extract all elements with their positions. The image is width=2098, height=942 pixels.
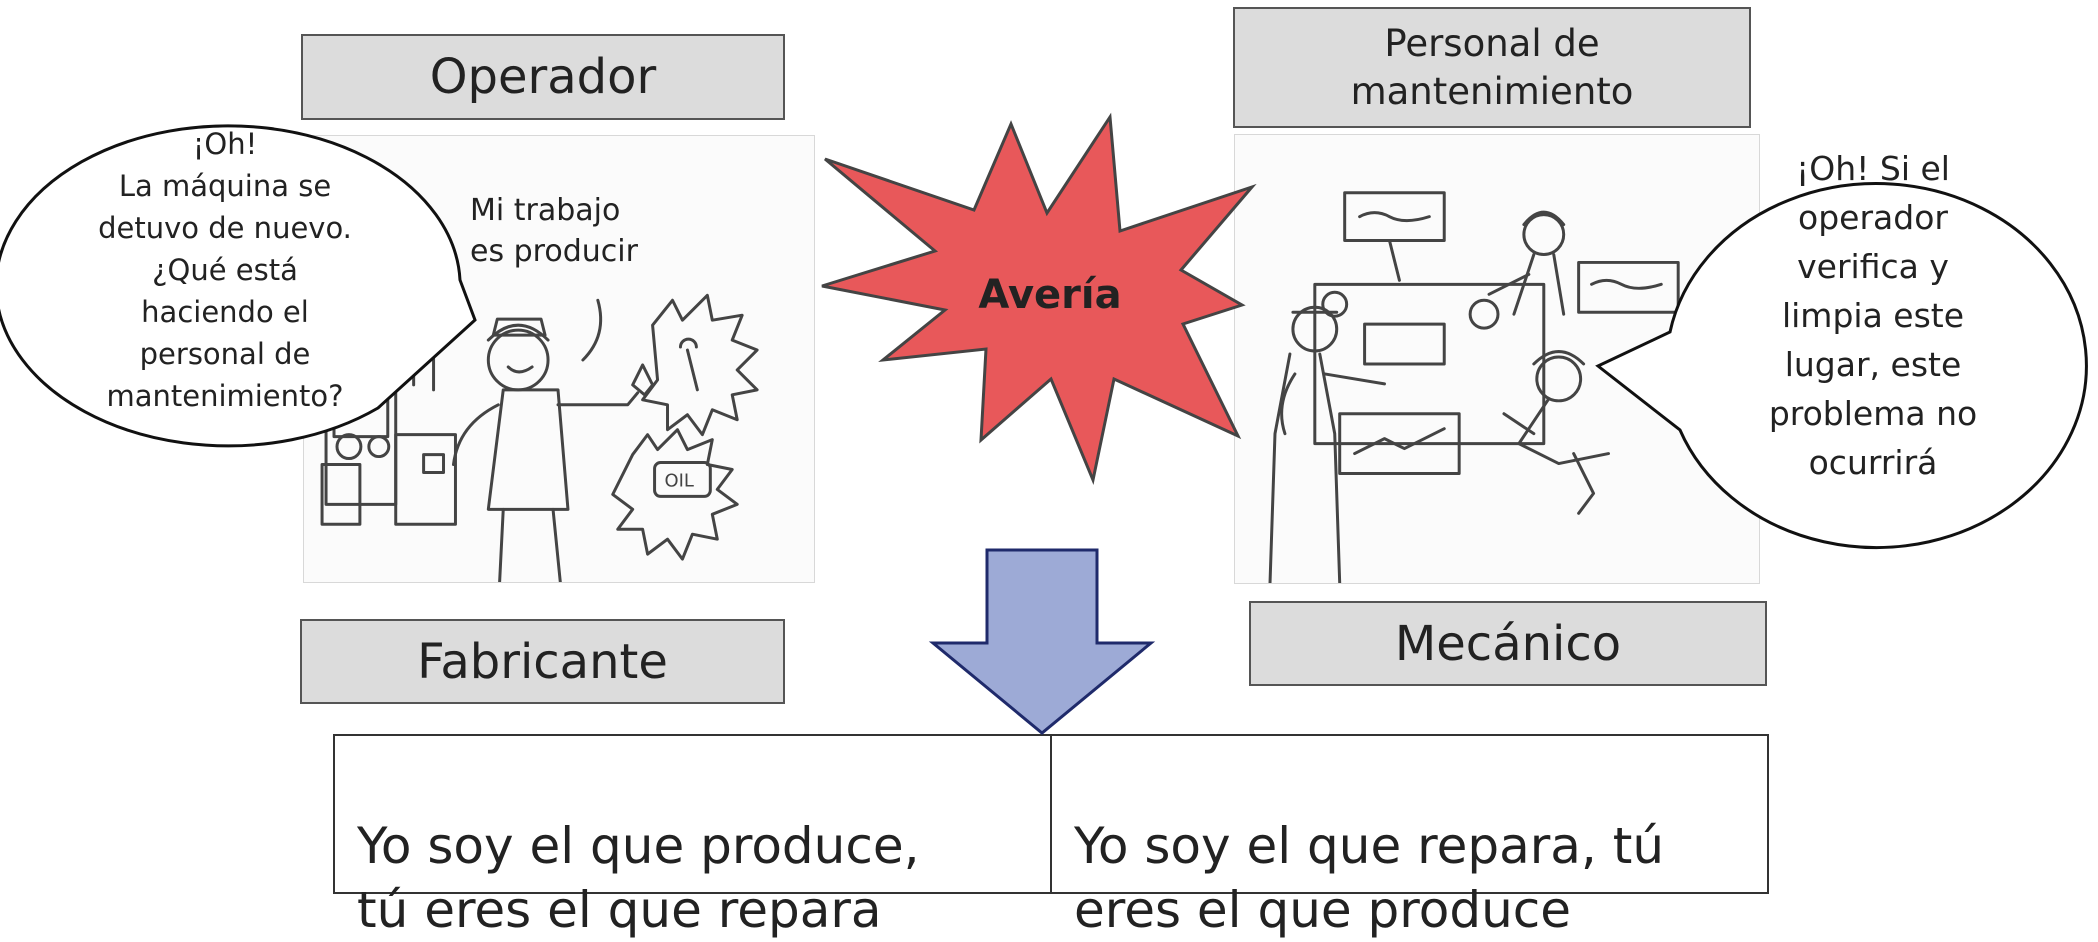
operator-note-text: Mi trabajo es producir [470, 193, 638, 269]
down-arrow-icon [928, 548, 1156, 735]
label-operador: Operador [301, 34, 785, 120]
label-mecanico: Mecánico [1249, 601, 1767, 686]
operator-thought-text: ¡Oh! La máquina se detuvo de nuevo. ¿Qué… [98, 127, 352, 413]
explosion-burst-icon [821, 112, 1257, 486]
operator-thought-bubble [0, 124, 477, 448]
oil-can-label: OIL [665, 470, 694, 491]
label-mecanico-text: Mecánico [1394, 615, 1622, 672]
averia-label: Avería [978, 272, 1122, 318]
operator-cartoon-icon: OIL [320, 293, 759, 582]
maintenance-thought-text: ¡Oh! Si el operador verifica y limpia es… [1768, 149, 1978, 482]
label-operador-text: Operador [429, 49, 657, 105]
label-fabricante-text: Fabricante [417, 633, 668, 690]
label-personal-mantenimiento: Personal de mantenimiento [1233, 7, 1751, 128]
maintenance-thought-bubble [1595, 182, 2088, 550]
maintenance-crew-icon [1268, 191, 1680, 583]
label-personal-mantenimiento-text: Personal de mantenimiento [1350, 21, 1634, 113]
label-fabricante: Fabricante [300, 619, 785, 704]
diagram-overlay [0, 112, 2088, 735]
